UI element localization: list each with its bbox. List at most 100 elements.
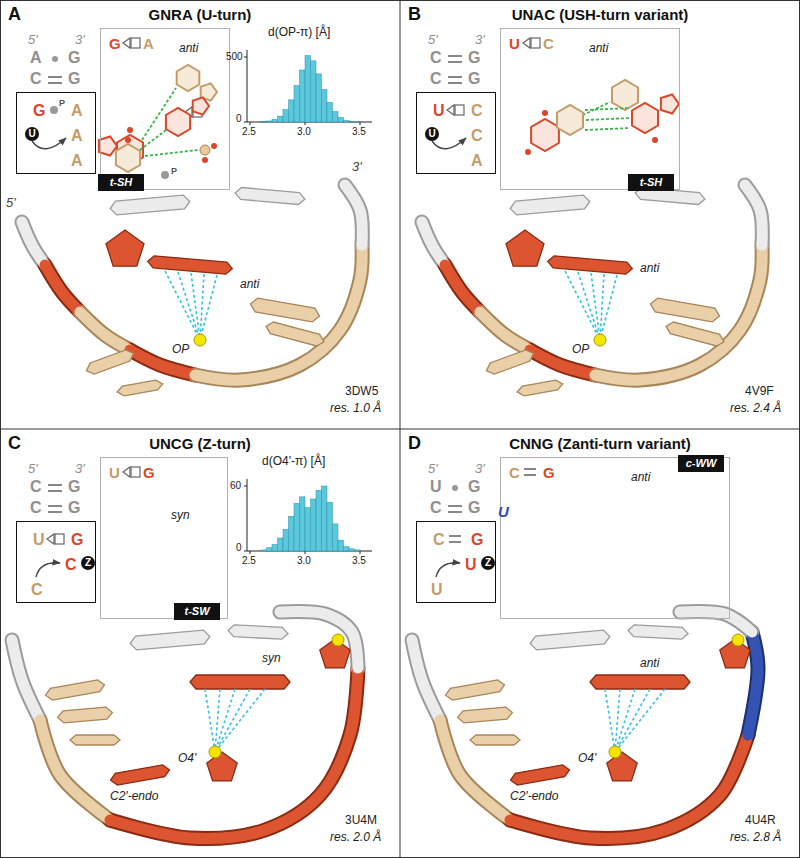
histogram-bar: [278, 116, 284, 122]
nucleotide-letter: A: [143, 35, 154, 53]
nucleobase: [590, 675, 690, 689]
atom-label: O4': [178, 752, 196, 766]
lone-pair-pi-contact: [591, 273, 600, 340]
base-pair-class-tag: t-SH: [628, 174, 674, 191]
glycosidic-conformation: anti: [589, 41, 608, 55]
glycosidic-conformation: syn: [171, 508, 190, 522]
phosphate-label: P: [171, 166, 177, 176]
loop-schematic-box: GAAAU: [16, 92, 96, 174]
nucleobase: [46, 680, 105, 700]
turn-marker-letter: Z: [481, 556, 495, 570]
oxygen-atom: [127, 127, 133, 133]
turn-arrow: [36, 563, 60, 577]
lone-pair-pi-contact: [600, 275, 617, 340]
tick: [244, 122, 247, 123]
stem-nucleotide: C: [30, 499, 42, 517]
nucleotide-letter: G: [71, 530, 83, 549]
pair-symbol: [524, 474, 536, 476]
loop-schematic-box: UGCCZ: [16, 521, 96, 603]
histogram-bar: [344, 547, 350, 551]
loop-schematic-box: UCCAU: [416, 92, 496, 174]
lone-pair-pi-contact: [615, 689, 665, 752]
backbone-ribbon: [80, 312, 130, 350]
sugar-ring: [506, 230, 544, 266]
sugar-pucker: C2'-endo: [510, 790, 558, 804]
backbone-ribbon: [45, 265, 80, 312]
pdb-id: 3U4M: [345, 814, 377, 828]
backbone-ribbon: [280, 611, 358, 668]
nucleotide-letter: A: [71, 151, 83, 170]
nucleobase: [266, 322, 324, 346]
tick: [244, 551, 247, 552]
base-pair-inset: UGsyn: [100, 457, 228, 619]
histogram-bar: [289, 516, 295, 551]
base-pair-class-tag: t-SW: [174, 603, 220, 620]
nucleobase: [70, 735, 120, 745]
oxygen-sphere: [594, 334, 606, 346]
oxygen-atom: [211, 143, 217, 149]
backbone-ribbon: [745, 185, 762, 245]
lone-pair-pi-contact: [215, 689, 265, 752]
pair-dot: [161, 171, 169, 179]
turn-marker-circle: U: [25, 127, 39, 141]
histogram: [244, 479, 372, 554]
figure-panel: CUNCG (Z-turn)UGCCZUGsynt-SW: [0, 429, 400, 858]
base-ring: [99, 137, 117, 156]
nucleotide-letter: U: [465, 555, 477, 574]
nucleotide-letter: C: [433, 530, 445, 549]
nucleotide-letter: U: [431, 580, 443, 599]
strand-end-label: 3': [352, 160, 362, 175]
lone-pair-pi-contact: [605, 689, 615, 752]
pair-symbol: [448, 55, 462, 57]
strand-end-label: 5': [28, 33, 38, 48]
turn-arrow: [32, 138, 66, 149]
trans-edge-symbol: [55, 534, 64, 544]
nucleotide-letter: G: [543, 464, 555, 482]
histogram-bar: [322, 90, 328, 123]
glycosidic-conformation: syn: [262, 652, 281, 666]
axis-tick-label: 3.0: [297, 555, 311, 567]
panel-letter: B: [408, 4, 421, 26]
oxygen-sphere: [209, 746, 221, 758]
axis-tick-label: 3.0: [297, 126, 311, 138]
histogram-bar: [283, 529, 289, 551]
strand-end-label: 5': [6, 196, 16, 211]
stem-nucleotide: G: [68, 70, 80, 88]
strand-end-label: 3': [75, 33, 85, 48]
axis-tick-label: 2.5: [242, 126, 256, 138]
histogram-bar: [272, 119, 278, 122]
pair-symbol: [48, 82, 62, 84]
panel-letter: A: [8, 4, 21, 26]
pdb-id: 4U4R: [745, 814, 776, 828]
trans-edge-symbol: [131, 467, 140, 477]
axis-tick-label: 60: [230, 480, 241, 492]
pair-dot: [50, 106, 58, 114]
atom-label: O4': [578, 752, 596, 766]
histogram-bar: [267, 548, 273, 551]
strand-end-label: 3': [75, 462, 85, 477]
backbone-ribbon: [422, 222, 445, 265]
base-pair-inset: UCanti: [500, 28, 680, 190]
trans-edge-symbol: [523, 38, 530, 48]
phosphate-label: P: [59, 98, 65, 108]
histogram-bar: [261, 121, 267, 122]
backbone-ribbon: [748, 632, 758, 735]
pdb-id: 3DW5: [345, 385, 378, 399]
trans-edge-symbol: [131, 38, 140, 48]
nucleobase: [111, 765, 170, 785]
hydrogen-bond: [140, 130, 166, 150]
backbone-ribbon: [22, 222, 45, 265]
nucleobase: [87, 350, 134, 374]
axis-tick-label: 3.5: [352, 555, 366, 567]
backbone-ribbon: [345, 185, 362, 245]
histogram-bar: [355, 121, 361, 122]
lone-pair-pi-contact: [205, 689, 215, 752]
nucleobase: [517, 380, 562, 396]
pair-symbol: [524, 468, 536, 470]
histogram-bar: [338, 117, 344, 122]
stem-nucleotide: G: [68, 499, 80, 517]
pair-symbol: [448, 76, 462, 78]
stem-nucleotide: C: [30, 478, 42, 496]
oxygen-sphere: [194, 334, 206, 346]
base-ring: [612, 80, 638, 110]
